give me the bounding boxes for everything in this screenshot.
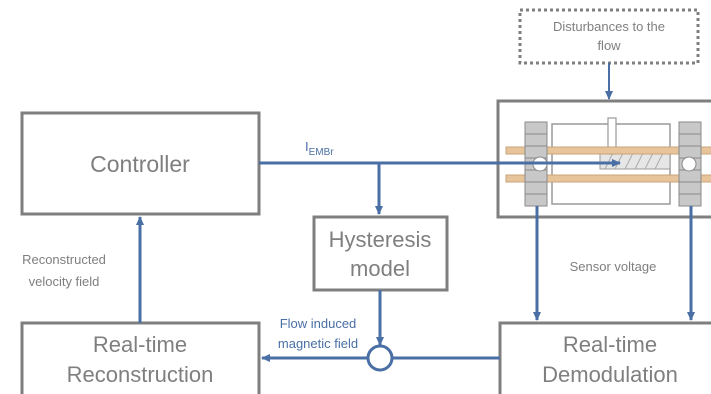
controller-block (20, 111, 261, 216)
flow-induced-label-line2: magnetic field (278, 336, 358, 351)
demodulation-label-line1: Real-time (563, 332, 657, 357)
controller-label: Controller (90, 151, 190, 177)
signal-lines (136, 63, 695, 362)
disturbances-label-line2: flow (597, 38, 621, 53)
flow-setup-illustration (496, 99, 711, 219)
hysteresis-label-line1: Hysteresis (329, 227, 432, 252)
demodulation-label-line2: Demodulation (542, 362, 678, 387)
hysteresis-label-line2: model (350, 256, 410, 281)
disturbances-block (518, 8, 700, 65)
disturbances-label-line1: Disturbances to the (553, 19, 665, 34)
reconstructed-label-line2: velocity field (29, 274, 100, 289)
hysteresis-block (312, 215, 449, 292)
reconstruction-label-line2: Reconstruction (67, 362, 214, 387)
embr-current-subscript: EMBr (309, 147, 335, 158)
embr-current-label: IEMBr (305, 139, 334, 158)
flow-induced-label-line1: Flow induced (280, 316, 357, 331)
sensor-voltage-label: Sensor voltage (570, 259, 657, 274)
reconstructed-label-line1: Reconstructed (22, 252, 106, 267)
reconstruction-label-line1: Real-time (93, 332, 187, 357)
embr-current-main: I (305, 139, 309, 154)
summing-junction (366, 344, 394, 372)
demodulation-block (498, 321, 711, 394)
